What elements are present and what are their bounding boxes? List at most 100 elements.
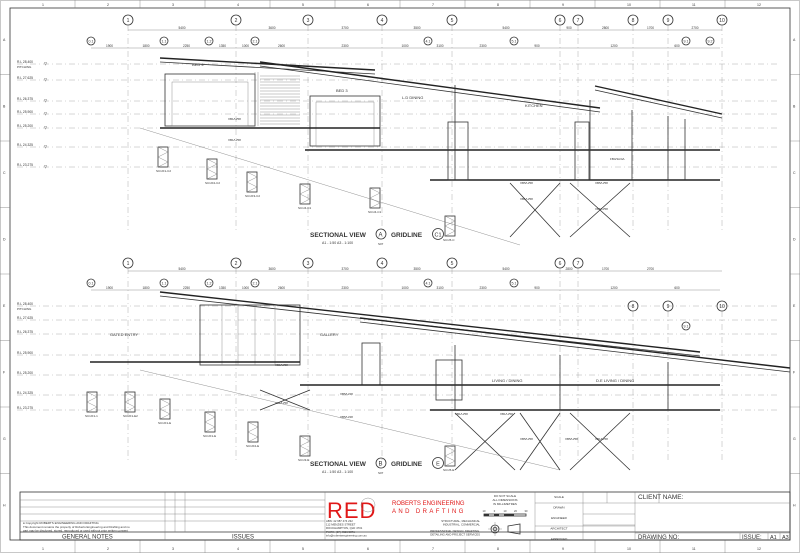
sub-grid-label: 9.1 [684,325,689,329]
row-ref: F [3,371,5,375]
svg-text:A1 - 1:50 A3 - 1:100: A1 - 1:50 A3 - 1:100 [322,470,353,474]
grid-label: 8 [632,18,635,24]
pier-hatch [369,187,381,209]
grid-label: 5 [451,261,454,267]
dimension-value: 3700 [341,26,348,30]
pier-hatch [299,183,311,205]
level-marker-icon: ▽ [44,98,48,103]
member-label: XB1/U/58 [520,197,533,201]
sub-dimension-value: 3100 [436,286,443,290]
company-name: ROBERTS ENGINEERING [392,501,465,507]
sub-dimension-value: 3100 [436,44,443,48]
sub-grid-label: 1.1 [162,40,167,44]
level-label: R.L 26.375 [17,97,33,101]
level-marker-icon: ▽ [44,61,48,66]
pier-footing [157,146,169,168]
sheet-size-a3: A3 [782,535,789,541]
svg-text:SECTIONAL VIEW: SECTIONAL VIEW [310,461,367,468]
level-label: R.L 27.625 [17,76,33,80]
svg-text:S07: S07 [378,242,384,246]
dimension-value: 5400 [502,267,509,271]
level-label: R.L 27.625 [17,316,33,320]
pier-footing [299,435,311,457]
pier-label: SC1/F1-C2 [156,169,171,173]
approval-field-label: DRAWN [553,506,564,510]
level-marker-icon: ▽ [44,125,48,130]
address-line: PH/FX: (07) 4926 5871 [326,530,355,534]
address-line: ABN: 42 687 474 232 [326,519,353,523]
row-ref: D [793,238,796,242]
level-label: R.L 25.200 [17,371,33,375]
column-ref: 3 [172,547,174,551]
drawing-number-label: DRAWING NO: [638,535,679,541]
address-line: ROCKHAMPTON, QLD 4701 [326,526,363,530]
service-line: STRUCTURAL, MECHANICAL [441,519,480,523]
pier-hatch [159,398,171,420]
column-ref: 3 [172,3,174,7]
dimension-value: 3500 [413,267,420,271]
level-label: R.L 23.275 [17,163,33,167]
svg-text:RED: RED [327,498,376,523]
grid-label: 9 [667,304,670,310]
sub-grid-label: 1.2 [207,40,212,44]
svg-text:This document remains the prop: This document remains the property of Ro… [23,525,130,529]
grid-label: 4 [381,18,384,24]
sub-grid-label: 2.1 [253,282,258,286]
address-line: info@robertsengineering.com.au [326,533,367,537]
member-label: XB1/U/58 [500,412,513,416]
grid-label: 2 [235,18,238,24]
sub-grid-label: 1.2 [207,282,212,286]
sub-dimension-value: 1200 [610,286,617,290]
sub-grid-bubble [509,278,519,288]
pier-label: SC1/4-C1 [298,206,312,210]
grid-label: 9 [667,18,670,24]
grid-label: 6 [559,261,562,267]
dimension-value: 1700 [602,267,609,271]
pier-hatch [246,171,258,193]
svg-text:E: E [436,462,440,468]
svg-text:GENERAL NOTES: GENERAL NOTES [62,535,113,541]
sub-grid-bubble [250,278,260,288]
sub-grid-bubble [681,321,691,331]
dimension-value: 3600 [268,26,275,30]
pier-label: SC1/F3-C2 [245,194,260,198]
sub-dimension-value: 2600 [278,44,285,48]
scale-tick-label: 0 [494,509,496,513]
pier-label: SC1/5-E [443,468,454,472]
sub-dimension-value: 1200 [610,44,617,48]
service-line: INDUSTRIAL, COMMERCIAL [443,523,481,527]
sub-dimension-value: 600 [674,44,680,48]
client-name-label: CLIENT NAME: [638,494,684,501]
member-label: XB5/U/58 [520,437,533,441]
svg-text:B: B [379,462,383,468]
sub-grid-label: 1.1 [162,282,167,286]
svg-text:GRIDLINE: GRIDLINE [391,232,423,239]
member-label: XB5/U/58 [565,437,578,441]
column-ref: 8 [497,3,499,7]
member-label: XB1/U/58 [228,138,241,142]
sub-grid-label: 4.1 [426,282,431,286]
grid-label: 3 [307,18,310,24]
pier-hatch [444,445,456,467]
column-ref: 5 [302,3,304,7]
pier-hatch [157,146,169,168]
dimension-value: 5400 [178,267,185,271]
sub-grid-label: 0.1 [89,40,94,44]
room-label: GATED ENTRY [110,332,138,337]
column-ref: 11 [692,3,696,7]
column-ref: 6 [367,547,369,551]
sub-grid-bubble [204,36,214,46]
column-ref: 12 [757,3,761,7]
room-label: BED 3 [336,88,348,93]
scale-tick-label: 10 [483,509,486,513]
pier-hatch [444,215,456,237]
pier-footing [246,171,258,193]
level-label: R.L 26.375 [17,330,33,334]
